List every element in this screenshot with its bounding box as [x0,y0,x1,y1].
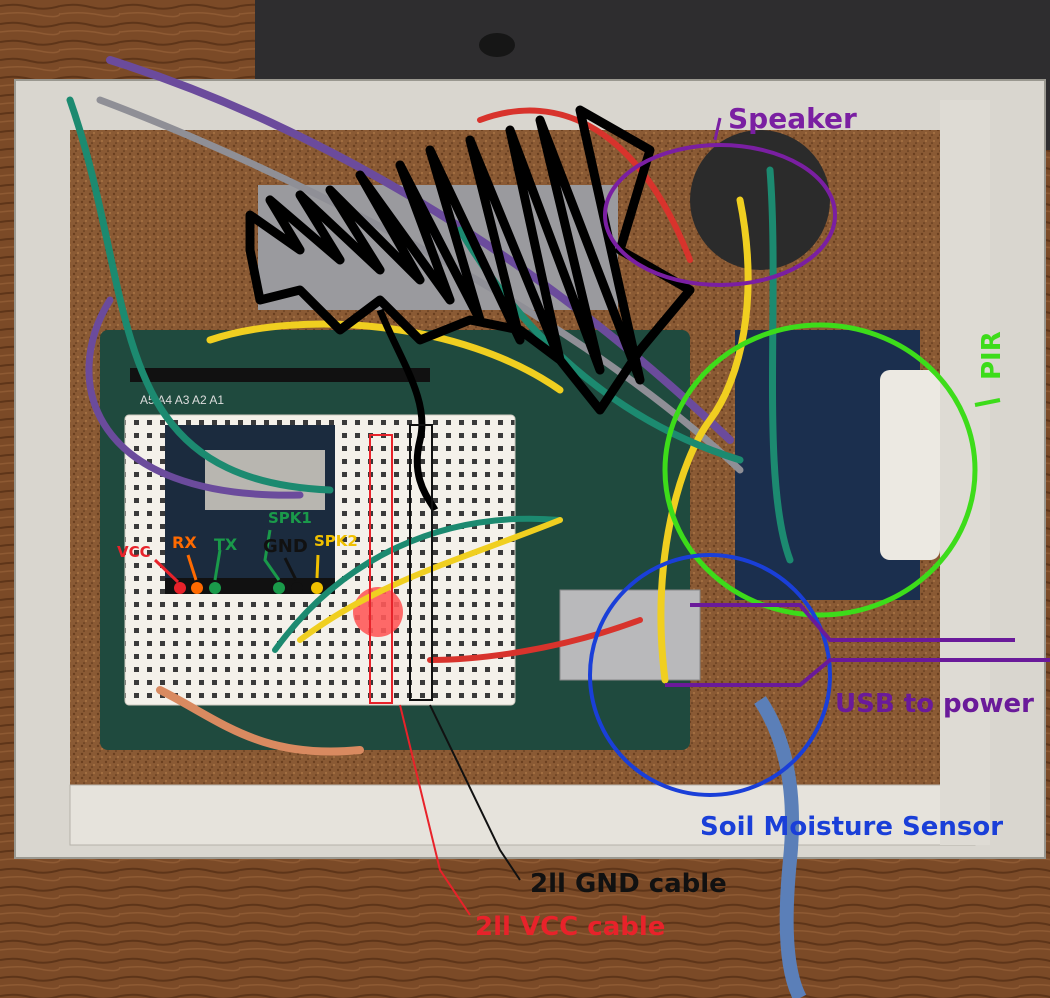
lid-hole [479,33,515,57]
pin-label-spk1: SPK1 [268,509,312,527]
speaker-pointer [713,117,722,141]
vcc-cable-label: 2ll VCC cable [475,912,665,942]
pir-circle [662,322,978,618]
pin-label-gnd: GND [263,536,308,557]
arduino-header-top [130,368,430,382]
scribble-censor [245,105,695,415]
foam-lid [255,0,1050,80]
scribble-tail [376,308,439,512]
speaker-label: Speaker [728,102,857,135]
pin-label-tx: TX [214,535,238,554]
speaker-circle [603,143,837,287]
usb-label: USB to power [835,689,1034,719]
pir-label: PIR [977,331,1007,380]
gnd-cable-label: 2ll GND cable [530,869,727,899]
gnd-pointer-line [429,704,521,881]
gnd-cable-box [409,424,433,701]
soil-label: Soil Moisture Sensor [700,812,1003,842]
pin-markers [153,529,323,594]
box-front-wall [69,784,976,846]
pin-header-row [165,578,335,594]
pin-label-spk2: SPK2 [314,532,358,550]
usb-pointer [665,603,1050,687]
pir-dome [880,370,940,560]
speaker [690,130,830,270]
box-right-wall [940,100,990,845]
vcc-pointer-line [399,704,471,916]
vcc-cable-box [369,434,393,704]
pir-pointer [974,398,1001,407]
pin-label-vcc: VCC [117,543,151,561]
soil-circle [588,553,832,797]
pin-label-rx: RX [172,533,197,552]
soil-cable [754,696,807,998]
usb-connector [559,589,701,681]
